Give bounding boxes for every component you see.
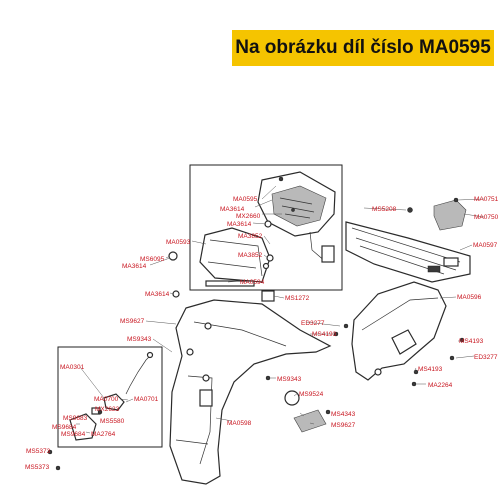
label-ma0596: MA0596 [457, 294, 482, 301]
label-ms4193-c: MS4193 [418, 366, 443, 373]
label-mx2623: MX2623 [95, 406, 120, 413]
inner-fender [351, 281, 447, 381]
label-ma0701: MA0701 [134, 396, 159, 403]
label-ma0700: MA0700 [94, 396, 119, 403]
label-ms5580: MS5580 [100, 418, 125, 425]
screw-ms5373 [47, 449, 53, 455]
label-ms4343: MS4343 [331, 411, 356, 418]
label-ms9683: MS9683 [63, 415, 88, 422]
label-ms9343-b: MS9343 [277, 376, 302, 383]
label-ma2764: MA2764 [91, 431, 116, 438]
taillight-lens [199, 227, 271, 287]
label-ma3614-c: MA3614 [122, 263, 147, 270]
leader-lines [76, 185, 485, 434]
reflector-ms9524 [284, 390, 300, 406]
label-ma0593: MA0593 [166, 239, 191, 246]
label-mx2660: MX2660 [236, 213, 261, 220]
label-ms6095: MS6095 [140, 256, 165, 263]
label-ma3852-b: MA3852 [238, 252, 263, 259]
license-light-group-box [57, 346, 163, 448]
label-ma3614-a: MA3614 [220, 206, 245, 213]
carrier-frame [345, 221, 471, 283]
bracket-ma0750 [433, 199, 467, 231]
label-ma0598: MA0598 [227, 420, 252, 427]
rear-fender [169, 299, 332, 485]
label-ma0595: MA0595 [233, 196, 258, 203]
label-ms9684-a: MS9684 [52, 424, 77, 431]
label-ms4193-a: MS4193 [312, 331, 337, 338]
label-ma0597: MA0597 [473, 242, 498, 249]
label-ed3277-b: ED3277 [474, 354, 498, 361]
label-ed3277-a: ED3277 [301, 320, 325, 327]
label-ms9684-b: MS9684 [61, 431, 86, 438]
label-ms5208: MS5208 [372, 206, 397, 213]
screw-ms5373b [55, 465, 61, 471]
label-ms9343-a: MS9343 [127, 336, 152, 343]
clip-ms1272 [261, 290, 275, 302]
taillight-group-box [189, 164, 343, 291]
label-ma0594: MA0594 [240, 279, 265, 286]
part-number-banner: Na obrázku díl číslo MA0595 [232, 30, 494, 66]
part-labels: MA0595 MA3614 MX2660 MA3614 MA0593 MS609… [25, 196, 499, 471]
label-ma0750: MA0750 [474, 214, 499, 221]
label-ma2264: MA2264 [428, 382, 453, 389]
label-ms4193-b: MS4193 [459, 338, 484, 345]
label-ma3614-b: MA3614 [227, 221, 252, 228]
label-ms1272: MS1272 [285, 295, 310, 302]
label-ma0751: MA0751 [474, 196, 499, 203]
bulb-sockets [262, 220, 274, 270]
taillight-housing [257, 171, 336, 263]
label-ms9627-b: MS9627 [331, 422, 356, 429]
label-ma3614-d: MA3614 [145, 291, 170, 298]
label-ms9524: MS9524 [299, 391, 324, 398]
screw-ms6095 [168, 251, 178, 261]
license-light [69, 351, 154, 441]
reflector-ms9627 [293, 409, 327, 433]
label-ms9627-a: MS9627 [120, 318, 145, 325]
label-ms5373-a: MS5373 [26, 448, 51, 455]
label-ma0301: MA0301 [60, 364, 85, 371]
label-ms5373-b: MS5373 [25, 464, 50, 471]
label-ma3852-a: MA3852 [238, 233, 263, 240]
